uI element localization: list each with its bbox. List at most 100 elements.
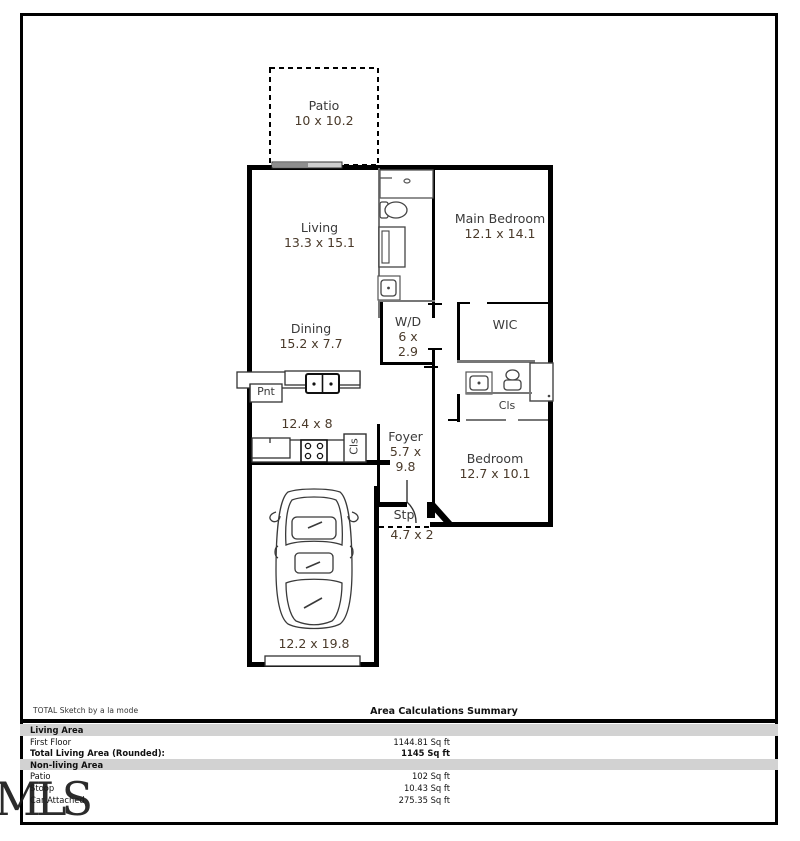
garage-right-wall bbox=[374, 486, 379, 667]
section-header-label: Living Area bbox=[30, 725, 84, 735]
hall-closet-name: Cls bbox=[347, 438, 361, 455]
room-label-wic: WIC bbox=[470, 317, 540, 333]
room-label-foyer: Foyer 5.7 x 9.8 bbox=[378, 429, 433, 474]
table-section-header-nonliving: Non-living Area bbox=[20, 758, 778, 771]
bedroom-name: Bedroom bbox=[466, 451, 524, 466]
range-icon bbox=[300, 439, 328, 463]
wall-right bbox=[548, 165, 553, 527]
stoop-name: Stp bbox=[393, 507, 415, 522]
wd-dim-1: 6 x bbox=[398, 328, 418, 344]
row-value: 1145 Sq ft bbox=[401, 748, 450, 759]
garage-dim: 12.2 x 19.8 bbox=[278, 636, 350, 651]
dining-dim: 15.2 x 7.7 bbox=[279, 335, 343, 351]
wall-top bbox=[247, 165, 553, 170]
wd-dim-2: 2.9 bbox=[398, 343, 418, 359]
row-label: First Floor bbox=[30, 736, 72, 747]
wd-bottom-wall bbox=[380, 362, 435, 365]
entry-threshold bbox=[377, 502, 407, 507]
page-border bbox=[20, 13, 778, 825]
wd-right-wall-a bbox=[432, 302, 435, 318]
kitchen-dim: 12.4 x 8 bbox=[281, 416, 333, 431]
linen-knob-icon bbox=[403, 178, 411, 184]
table-row: Total Living Area (Rounded): 1145 Sq ft bbox=[20, 747, 778, 759]
garage-door bbox=[264, 655, 361, 667]
room-label-main-bedroom: Main Bedroom 12.1 x 14.1 bbox=[435, 211, 565, 242]
dining-name: Dining bbox=[290, 321, 332, 336]
area-summary-table: Living Area First Floor 1144.81 Sq ft To… bbox=[20, 724, 778, 805]
row-label: Patio bbox=[30, 771, 51, 782]
wd-left-wall bbox=[380, 302, 383, 362]
room-label-bedroom: Bedroom 12.7 x 10.1 bbox=[440, 451, 550, 482]
linen-closet bbox=[379, 169, 434, 199]
living-name: Living bbox=[300, 220, 339, 235]
row-label: Stoop bbox=[30, 782, 55, 793]
bath-strip-bottom bbox=[378, 300, 435, 302]
sketch-credit: TOTAL Sketch by a la mode bbox=[33, 706, 139, 715]
section-header-label: Non-living Area bbox=[30, 759, 104, 770]
burner-2-icon bbox=[316, 442, 324, 450]
foyer-right-wall-upper bbox=[432, 366, 435, 424]
cls2-left-wall bbox=[457, 394, 460, 422]
living-dim: 13.3 x 15.1 bbox=[283, 234, 355, 250]
toilet2-bowl-icon bbox=[505, 369, 520, 381]
kitchen-sink-drain-r-icon bbox=[329, 382, 333, 386]
room-label-hall-closet: Cls bbox=[347, 431, 362, 461]
wd-right-wall-b bbox=[432, 348, 435, 366]
row-value: 102 Sq ft bbox=[411, 771, 450, 782]
row-label: Car Attached bbox=[30, 794, 85, 805]
hall-closet-box bbox=[343, 433, 367, 463]
pantry-name: Pnt bbox=[257, 385, 275, 398]
room-label-patio: Patio 10 x 10.2 bbox=[270, 98, 378, 129]
room-label-dining: Dining 15.2 x 7.7 bbox=[252, 321, 370, 352]
room-label-stoop: Stp bbox=[382, 507, 426, 523]
row-value: 1144.81 Sq ft bbox=[393, 736, 450, 747]
angled-entry-wall bbox=[431, 503, 553, 527]
room-label-kitchen: 12.4 x 8 bbox=[252, 416, 362, 432]
wall-left-upper bbox=[247, 165, 252, 465]
patio-outline bbox=[269, 67, 379, 166]
summary-top-rule bbox=[20, 719, 778, 723]
bath-strip-right-wall bbox=[432, 168, 435, 308]
entry-door-swing bbox=[406, 501, 417, 524]
summary-title-text: Area Calculations Summary bbox=[370, 706, 518, 717]
main-bedroom-name: Main Bedroom bbox=[454, 211, 546, 226]
foyer-name: Foyer bbox=[388, 429, 423, 444]
patio-door-panel bbox=[272, 163, 308, 167]
car-icon bbox=[269, 488, 359, 630]
foyer-left-wall bbox=[377, 424, 380, 504]
burner-4-icon bbox=[316, 452, 324, 460]
shower-drain-icon bbox=[547, 394, 551, 398]
patio-dim: 10 x 10.2 bbox=[294, 112, 354, 128]
table-row: First Floor 1144.81 Sq ft bbox=[20, 736, 778, 748]
table-row: Car Attached 275.35 Sq ft bbox=[20, 794, 778, 806]
floor-plan-drawing bbox=[236, 67, 554, 667]
bath-closet-name: Cls bbox=[498, 399, 516, 412]
wd-name: W/D bbox=[394, 314, 422, 329]
kitchen-sink-drain-l-icon bbox=[312, 382, 316, 386]
bathtub-inner-icon bbox=[381, 230, 390, 264]
room-label-pantry: Pnt bbox=[251, 385, 281, 399]
table-section-header-living: Living Area bbox=[20, 724, 778, 736]
foyer-dim-2: 9.8 bbox=[395, 458, 416, 474]
entry-post bbox=[427, 502, 435, 518]
shower-icon bbox=[529, 362, 554, 402]
bath-sink-drain-icon bbox=[387, 286, 390, 290]
stoop-dim: 4.7 x 2 bbox=[390, 527, 434, 542]
table-row: Patio 102 Sq ft bbox=[20, 770, 778, 782]
row-value: 10.43 Sq ft bbox=[403, 782, 450, 793]
bath2-counter-line bbox=[466, 392, 532, 394]
wic-name: WIC bbox=[492, 317, 518, 332]
main-bedroom-dim: 12.1 x 14.1 bbox=[464, 225, 536, 241]
foyer-dim-1: 5.7 x bbox=[389, 443, 422, 459]
summary-title: Area Calculations Summary bbox=[20, 706, 778, 717]
row-label: Total Living Area (Rounded): bbox=[30, 748, 165, 759]
toilet2-tank-icon bbox=[503, 379, 522, 391]
garage-left-wall bbox=[247, 465, 252, 667]
wic-bottom-wall bbox=[457, 360, 535, 363]
room-label-living: Living 13.3 x 15.1 bbox=[262, 220, 377, 251]
row-value: 275.35 Sq ft bbox=[398, 794, 450, 805]
foyer-right-wall-lower bbox=[432, 424, 435, 504]
burner-1-icon bbox=[304, 442, 312, 450]
bath2-sink-drain-icon bbox=[477, 381, 481, 385]
